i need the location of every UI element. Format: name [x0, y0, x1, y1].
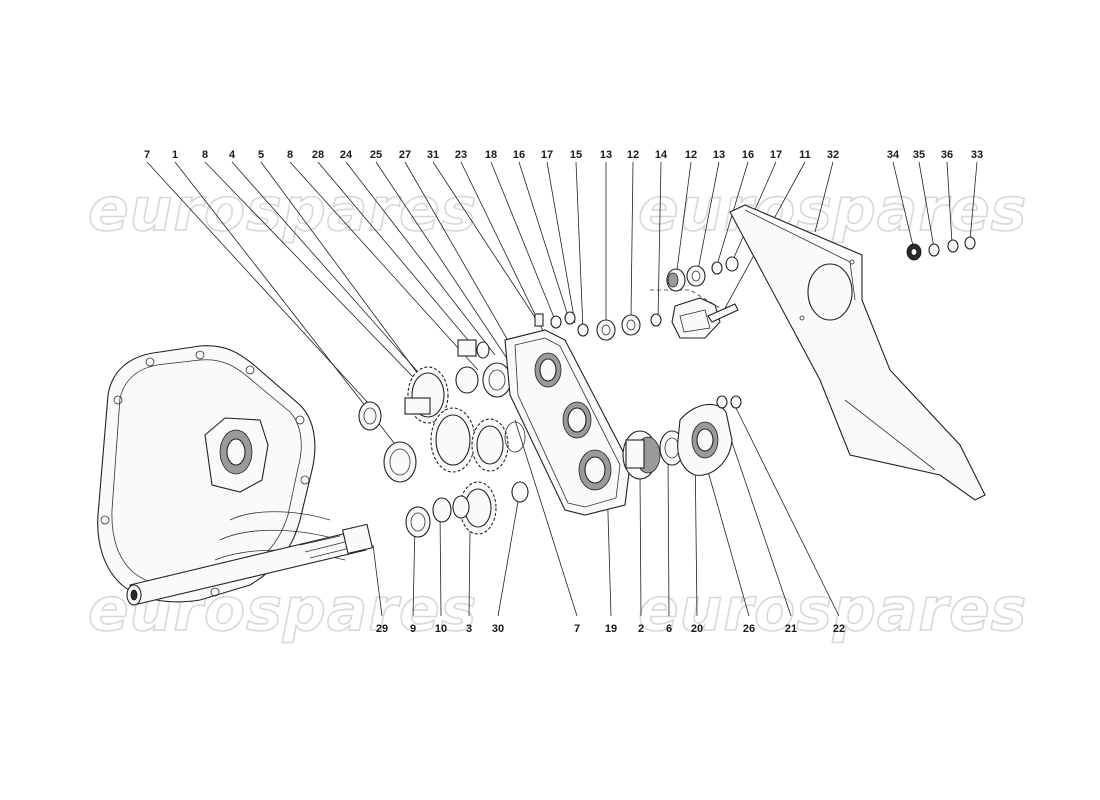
callout-label: 34	[887, 149, 900, 161]
output-bearing-group	[622, 395, 742, 480]
watermark-layer: eurospares eurospares eurospares eurospa…	[87, 174, 1027, 646]
input-shaft	[126, 523, 374, 606]
callout-label: 32	[827, 149, 839, 161]
callout-label: 16	[513, 149, 525, 161]
callout-label: 33	[971, 149, 983, 161]
callout-label: 35	[913, 149, 925, 161]
callout-label: 5	[258, 149, 264, 161]
top-callout-row: 7 1 8 4 5 8 28 24 25 27 31 23 18 16 17 1…	[144, 149, 983, 161]
callout-label: 7	[574, 623, 580, 635]
callout-label: 19	[605, 623, 617, 635]
callout-label: 28	[312, 149, 324, 161]
callout-label: 2	[638, 623, 644, 635]
callout-label: 31	[427, 149, 439, 161]
callout-label: 17	[541, 149, 553, 161]
callout-label: 1	[172, 149, 178, 161]
callout-label: 25	[370, 149, 382, 161]
washer-row	[577, 314, 641, 341]
callout-label: 7	[144, 149, 150, 161]
callout-label: 13	[600, 149, 612, 161]
callout-label: 22	[833, 623, 845, 635]
watermark-logo: eurospares	[88, 175, 477, 245]
callout-label: 12	[627, 149, 639, 161]
callout-label: 21	[785, 623, 797, 635]
watermark-logo: eurospares	[88, 575, 477, 645]
watermark-logo: eurospares	[638, 575, 1027, 645]
callout-label: 3	[466, 623, 472, 635]
callout-label: 11	[799, 149, 811, 161]
callout-label: 30	[492, 623, 504, 635]
gear-case	[504, 311, 631, 516]
callout-label: 14	[655, 149, 668, 161]
callout-label: 23	[455, 149, 467, 161]
callout-label: 24	[340, 149, 353, 161]
callout-label: 12	[685, 149, 697, 161]
heat-shield	[729, 204, 986, 501]
clutch-housing	[97, 345, 346, 603]
callout-label: 10	[435, 623, 447, 635]
callout-label: 26	[743, 623, 755, 635]
callout-label: 8	[287, 149, 293, 161]
callout-label: 4	[229, 149, 236, 161]
callout-label: 17	[770, 149, 782, 161]
callout-label: 9	[410, 623, 416, 635]
callout-label: 18	[485, 149, 497, 161]
fastener-set	[906, 236, 976, 261]
mount-bracket	[650, 256, 739, 339]
watermark-logo: eurospares	[638, 175, 1027, 245]
callout-label: 15	[570, 149, 582, 161]
callout-label: 13	[713, 149, 725, 161]
callout-label: 16	[742, 149, 754, 161]
callout-label: 6	[666, 623, 672, 635]
callout-label: 29	[376, 623, 388, 635]
callout-label: 8	[202, 149, 208, 161]
callout-label: 27	[399, 149, 411, 161]
callout-label: 36	[941, 149, 953, 161]
callout-label: 20	[691, 623, 703, 635]
bottom-callout-row: 29 9 10 3 30 7 19 2 6 20 26 21 22	[376, 623, 845, 635]
gear-cluster	[358, 339, 529, 538]
